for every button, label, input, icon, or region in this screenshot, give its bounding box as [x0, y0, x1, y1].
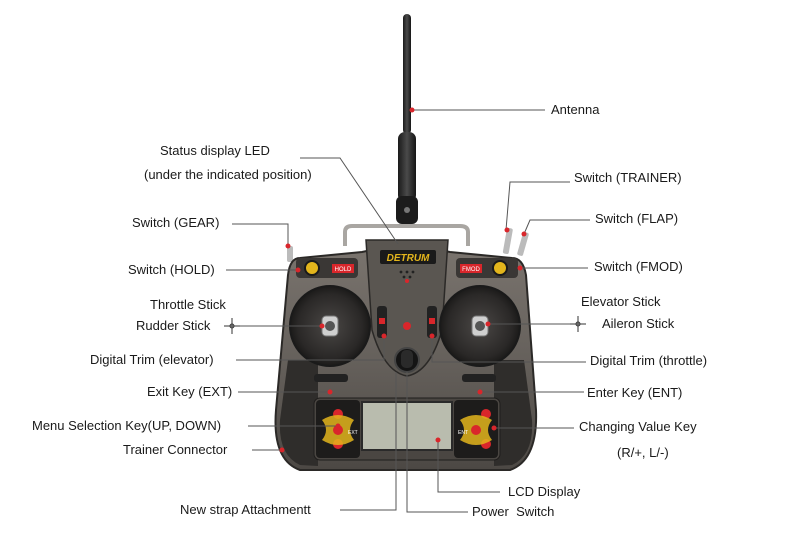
- callout-switch-trainer: Switch (TRAINER): [574, 170, 682, 185]
- left-grip: [279, 360, 318, 466]
- fmod-label: FMOD: [462, 267, 480, 273]
- callout-power-switch: Power Switch: [472, 504, 555, 519]
- callout-switch-fmod: Switch (FMOD): [594, 259, 683, 274]
- enter-key-label: ENT: [458, 430, 468, 436]
- callout-rudder-stick: Rudder Stick: [136, 318, 211, 333]
- callout-strap: New strap Attachmentt: [180, 502, 311, 517]
- gear-switch[interactable]: [287, 246, 293, 262]
- brand-logo: DETRUM: [387, 253, 430, 264]
- crosshair-icon-left: [224, 318, 240, 334]
- callout-trim-elevator: Digital Trim (elevator): [90, 352, 214, 367]
- antenna: [396, 14, 418, 224]
- leader-lines: [226, 109, 590, 513]
- flap-switch[interactable]: [517, 232, 529, 257]
- status-led-grille: [399, 270, 415, 283]
- callout-status-led: Status display LED: [160, 143, 270, 158]
- callout-enter-key: Enter Key (ENT): [587, 385, 683, 400]
- callout-status-led-note: (under the indicated position): [144, 167, 312, 182]
- callout-switch-flap: Switch (FLAP): [595, 211, 679, 226]
- trainer-switch[interactable]: [502, 227, 513, 255]
- right-horizontal-trim[interactable]: [462, 374, 496, 382]
- left-horizontal-trim[interactable]: [314, 374, 348, 382]
- crosshair-icon-right: [570, 316, 586, 332]
- callout-switch-hold: Switch (HOLD): [128, 262, 215, 277]
- callout-elevator-stick: Elevator Stick: [581, 294, 661, 309]
- callout-aileron-stick: Aileron Stick: [602, 316, 675, 331]
- callout-switch-gear: Switch (GEAR): [132, 215, 220, 230]
- callout-throttle-stick: Throttle Stick: [150, 297, 226, 312]
- callout-value-key: Changing Value Key: [579, 419, 697, 434]
- callout-markers: [279, 107, 527, 453]
- brand-plate: [380, 250, 436, 264]
- callout-menu-key: Menu Selection Key(UP, DOWN): [32, 418, 222, 433]
- callout-exit-key: Exit Key (EXT): [147, 384, 233, 399]
- right-grip: [494, 360, 533, 466]
- exit-key-label: EXT: [348, 430, 358, 436]
- callout-trainer-connector: Trainer Connector: [123, 442, 228, 457]
- callout-trim-throttle: Digital Trim (throttle): [590, 353, 708, 368]
- callout-lcd-display: LCD Display: [508, 484, 581, 499]
- callout-antenna: Antenna: [551, 102, 600, 117]
- callout-value-key-note: (R/+, L/-): [617, 445, 669, 460]
- fmod-switch-knob[interactable]: [492, 260, 508, 276]
- hold-label: HOLD: [335, 267, 352, 273]
- hold-switch-knob[interactable]: [304, 260, 320, 276]
- carry-handle: [343, 224, 470, 246]
